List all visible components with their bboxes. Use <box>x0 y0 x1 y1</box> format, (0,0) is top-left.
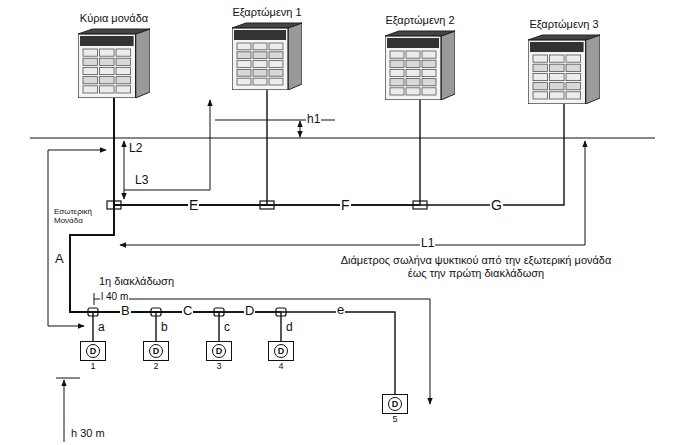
indoor-unit-symbol: D <box>86 344 100 358</box>
pipe-segment-label: e <box>336 303 345 318</box>
pipe-segment-label: c <box>223 321 231 335</box>
unit-side <box>136 29 150 98</box>
branch-label: 1η διακλάδωση <box>98 275 175 288</box>
unit-side <box>288 23 302 90</box>
pipe-segment-label: E <box>188 197 199 213</box>
indoor-unit: D5 <box>382 394 408 414</box>
refrigerant-pipe <box>114 98 564 205</box>
indoor-unit: D1 <box>80 341 106 361</box>
pipe-segment-label: C <box>182 304 193 319</box>
ground-line <box>30 137 655 138</box>
pipe-diameter-bracket <box>48 150 106 326</box>
indoor-unit: D3 <box>206 341 232 361</box>
unit-top <box>232 23 302 28</box>
l-40m-dimension <box>94 299 430 404</box>
dimension-label: l 40 m <box>100 291 129 303</box>
dimension-label: L3 <box>134 174 149 188</box>
outdoor-unit: Κύρια μονάδα <box>78 26 150 98</box>
unit-top <box>385 31 455 36</box>
unit-label: Εξαρτώμενη 3 <box>529 18 598 31</box>
indoor-unit-note: Εσωτερική Μονάδα <box>53 207 105 225</box>
unit-label: Κύρια μονάδα <box>80 12 148 25</box>
outdoor-unit: Εξαρτώμενη 3 <box>528 32 600 104</box>
indoor-unit-symbol: D <box>212 344 226 358</box>
indoor-unit-symbol: D <box>149 344 163 358</box>
pipe-segment-label: A <box>54 252 65 267</box>
refrigerant-pipe <box>114 90 267 205</box>
unit-fan-grille <box>530 42 584 52</box>
unit-symbol-letter: D <box>90 347 97 356</box>
outdoor-unit: Εξαρτώμενη 2 <box>385 28 455 100</box>
unit-panels <box>237 43 283 85</box>
l1-dimension <box>120 141 585 245</box>
unit-symbol-letter: D <box>278 347 285 356</box>
unit-illustration <box>232 20 302 90</box>
unit-front <box>385 36 441 100</box>
outdoor-unit: Εξαρτώμενη 1 <box>232 20 302 90</box>
indoor-unit-symbol: D <box>388 397 402 411</box>
pipe-segment-label: B <box>120 304 131 319</box>
unit-symbol-letter: D <box>153 347 160 356</box>
callout-number: 2 <box>153 362 158 372</box>
indoor-unit: D4 <box>268 341 294 361</box>
unit-illustration <box>385 28 455 100</box>
unit-panels <box>390 51 436 95</box>
refrigerant-pipe <box>114 98 420 205</box>
unit-fan-grille <box>387 38 439 48</box>
unit-fan-grille <box>80 36 134 46</box>
unit-illustration <box>528 32 600 104</box>
unit-label: Εξαρτώμενη 2 <box>385 14 454 27</box>
unit-label: Εξαρτώμενη 1 <box>232 6 301 19</box>
callout-number: 1 <box>90 362 95 372</box>
unit-panels <box>533 55 581 99</box>
unit-side <box>586 35 600 104</box>
unit-fan-grille <box>234 30 286 40</box>
unit-symbol-letter: D <box>392 400 399 409</box>
unit-front <box>528 40 586 104</box>
height-reference <box>56 378 80 379</box>
indoor-unit-symbol: D <box>274 344 288 358</box>
pipe-segment-label: a <box>97 321 106 335</box>
unit-top <box>78 29 150 34</box>
note-text: Διάμετρος σωλήνα ψυκτικού από την εξωτερ… <box>335 254 617 279</box>
dimension-label: L1 <box>420 237 435 251</box>
unit-symbol-letter: D <box>216 347 223 356</box>
unit-front <box>232 28 288 90</box>
dimension-label: L2 <box>128 142 143 156</box>
refrigerant-pipe <box>70 98 395 394</box>
pipe-segment-label: D <box>244 304 255 319</box>
pipe-segment-label: G <box>490 197 503 213</box>
unit-illustration <box>78 26 150 98</box>
unit-side <box>441 31 455 100</box>
dimension-label: h 30 m <box>70 427 106 440</box>
h1-dimension <box>300 121 301 137</box>
unit-front <box>78 34 136 98</box>
unit-top <box>528 35 600 40</box>
callout-number: 4 <box>278 362 283 372</box>
l3-dimension <box>124 100 210 190</box>
h-30m-dimension <box>64 380 65 442</box>
unit-panels <box>83 49 131 93</box>
pipe-segment-label: d <box>285 321 294 335</box>
pipe-segment-label: b <box>160 321 169 335</box>
pipe-segment-label: F <box>340 197 351 213</box>
callout-number: 5 <box>392 415 397 425</box>
indoor-unit: D2 <box>143 341 169 361</box>
dimension-label: h1 <box>306 113 321 127</box>
callout-number: 3 <box>216 362 221 372</box>
